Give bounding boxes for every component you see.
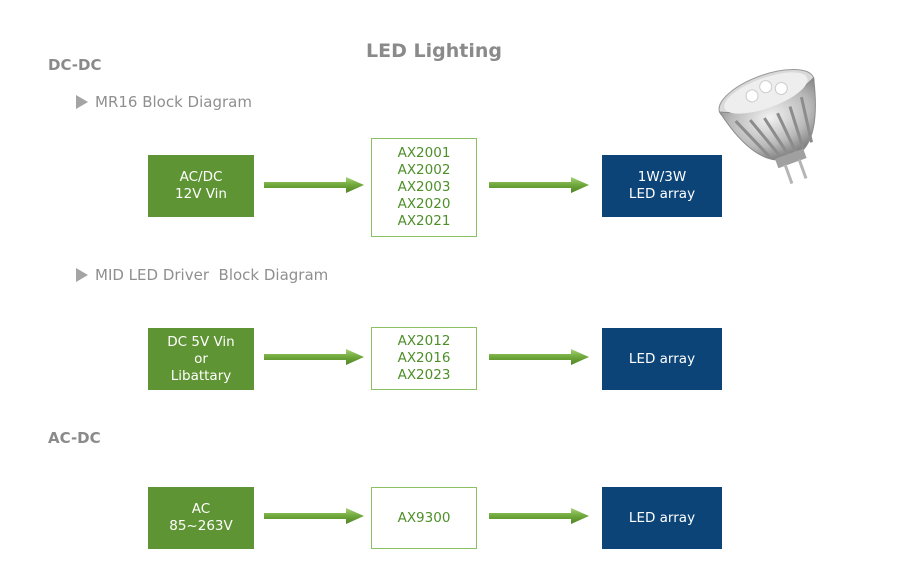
- box-line: AC: [191, 501, 211, 517]
- triangle-right-icon: [76, 268, 88, 282]
- parts-box-mr16: AX2001 AX2002 AX2003 AX2020 AX2021: [371, 138, 477, 237]
- part-number: AX2001: [397, 145, 451, 161]
- box-line: LED array: [628, 509, 696, 526]
- part-number: AX2012: [397, 333, 451, 349]
- diagram-title-mr16: MR16 Block Diagram: [76, 93, 252, 111]
- parts-box-mid: AX2012 AX2016 AX2023: [371, 327, 477, 390]
- parts-box-acdc: AX9300: [371, 487, 477, 549]
- box-line: AC/DC: [179, 169, 223, 185]
- input-box-acdc: AC 85~263V: [148, 487, 254, 549]
- part-number: AX2002: [397, 162, 451, 178]
- part-number: AX2003: [397, 179, 451, 195]
- part-number: AX2016: [397, 350, 451, 366]
- part-number: AX2020: [397, 196, 451, 212]
- output-box-mr16: 1W/3W LED array: [602, 155, 722, 217]
- part-number: AX9300: [397, 509, 451, 526]
- part-number: AX2023: [397, 367, 451, 383]
- box-line: 1W/3W: [637, 169, 687, 185]
- section-label-ac-dc: AC-DC: [48, 429, 101, 447]
- input-box-mid: DC 5V Vin or Libattary: [148, 328, 254, 390]
- arrow-right-icon: [489, 177, 589, 193]
- diagram-title-mid-led-driver: MID LED Driver Block Diagram: [76, 266, 328, 284]
- box-line: DC 5V Vin: [167, 333, 235, 350]
- box-line: LED array: [628, 186, 696, 202]
- output-box-acdc: LED array: [602, 487, 722, 549]
- diagram-title-text: MID LED Driver Block Diagram: [95, 266, 329, 284]
- part-number: AX2021: [397, 213, 451, 229]
- box-line: Libattary: [170, 367, 232, 384]
- input-box-mr16: AC/DC 12V Vin: [148, 155, 254, 217]
- arrow-right-icon: [264, 508, 364, 524]
- box-line: or: [194, 350, 208, 367]
- arrow-right-icon: [489, 349, 589, 365]
- box-line: LED array: [628, 350, 696, 367]
- section-label-dc-dc: DC-DC: [48, 56, 102, 74]
- output-box-mid: LED array: [602, 328, 722, 390]
- diagram-title-text: MR16 Block Diagram: [95, 93, 252, 111]
- box-line: 12V Vin: [175, 186, 227, 202]
- arrow-right-icon: [264, 177, 364, 193]
- box-line: 85~263V: [169, 518, 233, 534]
- arrow-right-icon: [264, 349, 364, 365]
- page-title: LED Lighting: [366, 40, 502, 62]
- mr16-led-bulb-icon: [718, 68, 816, 185]
- triangle-right-icon: [76, 95, 88, 109]
- arrow-right-icon: [489, 508, 589, 524]
